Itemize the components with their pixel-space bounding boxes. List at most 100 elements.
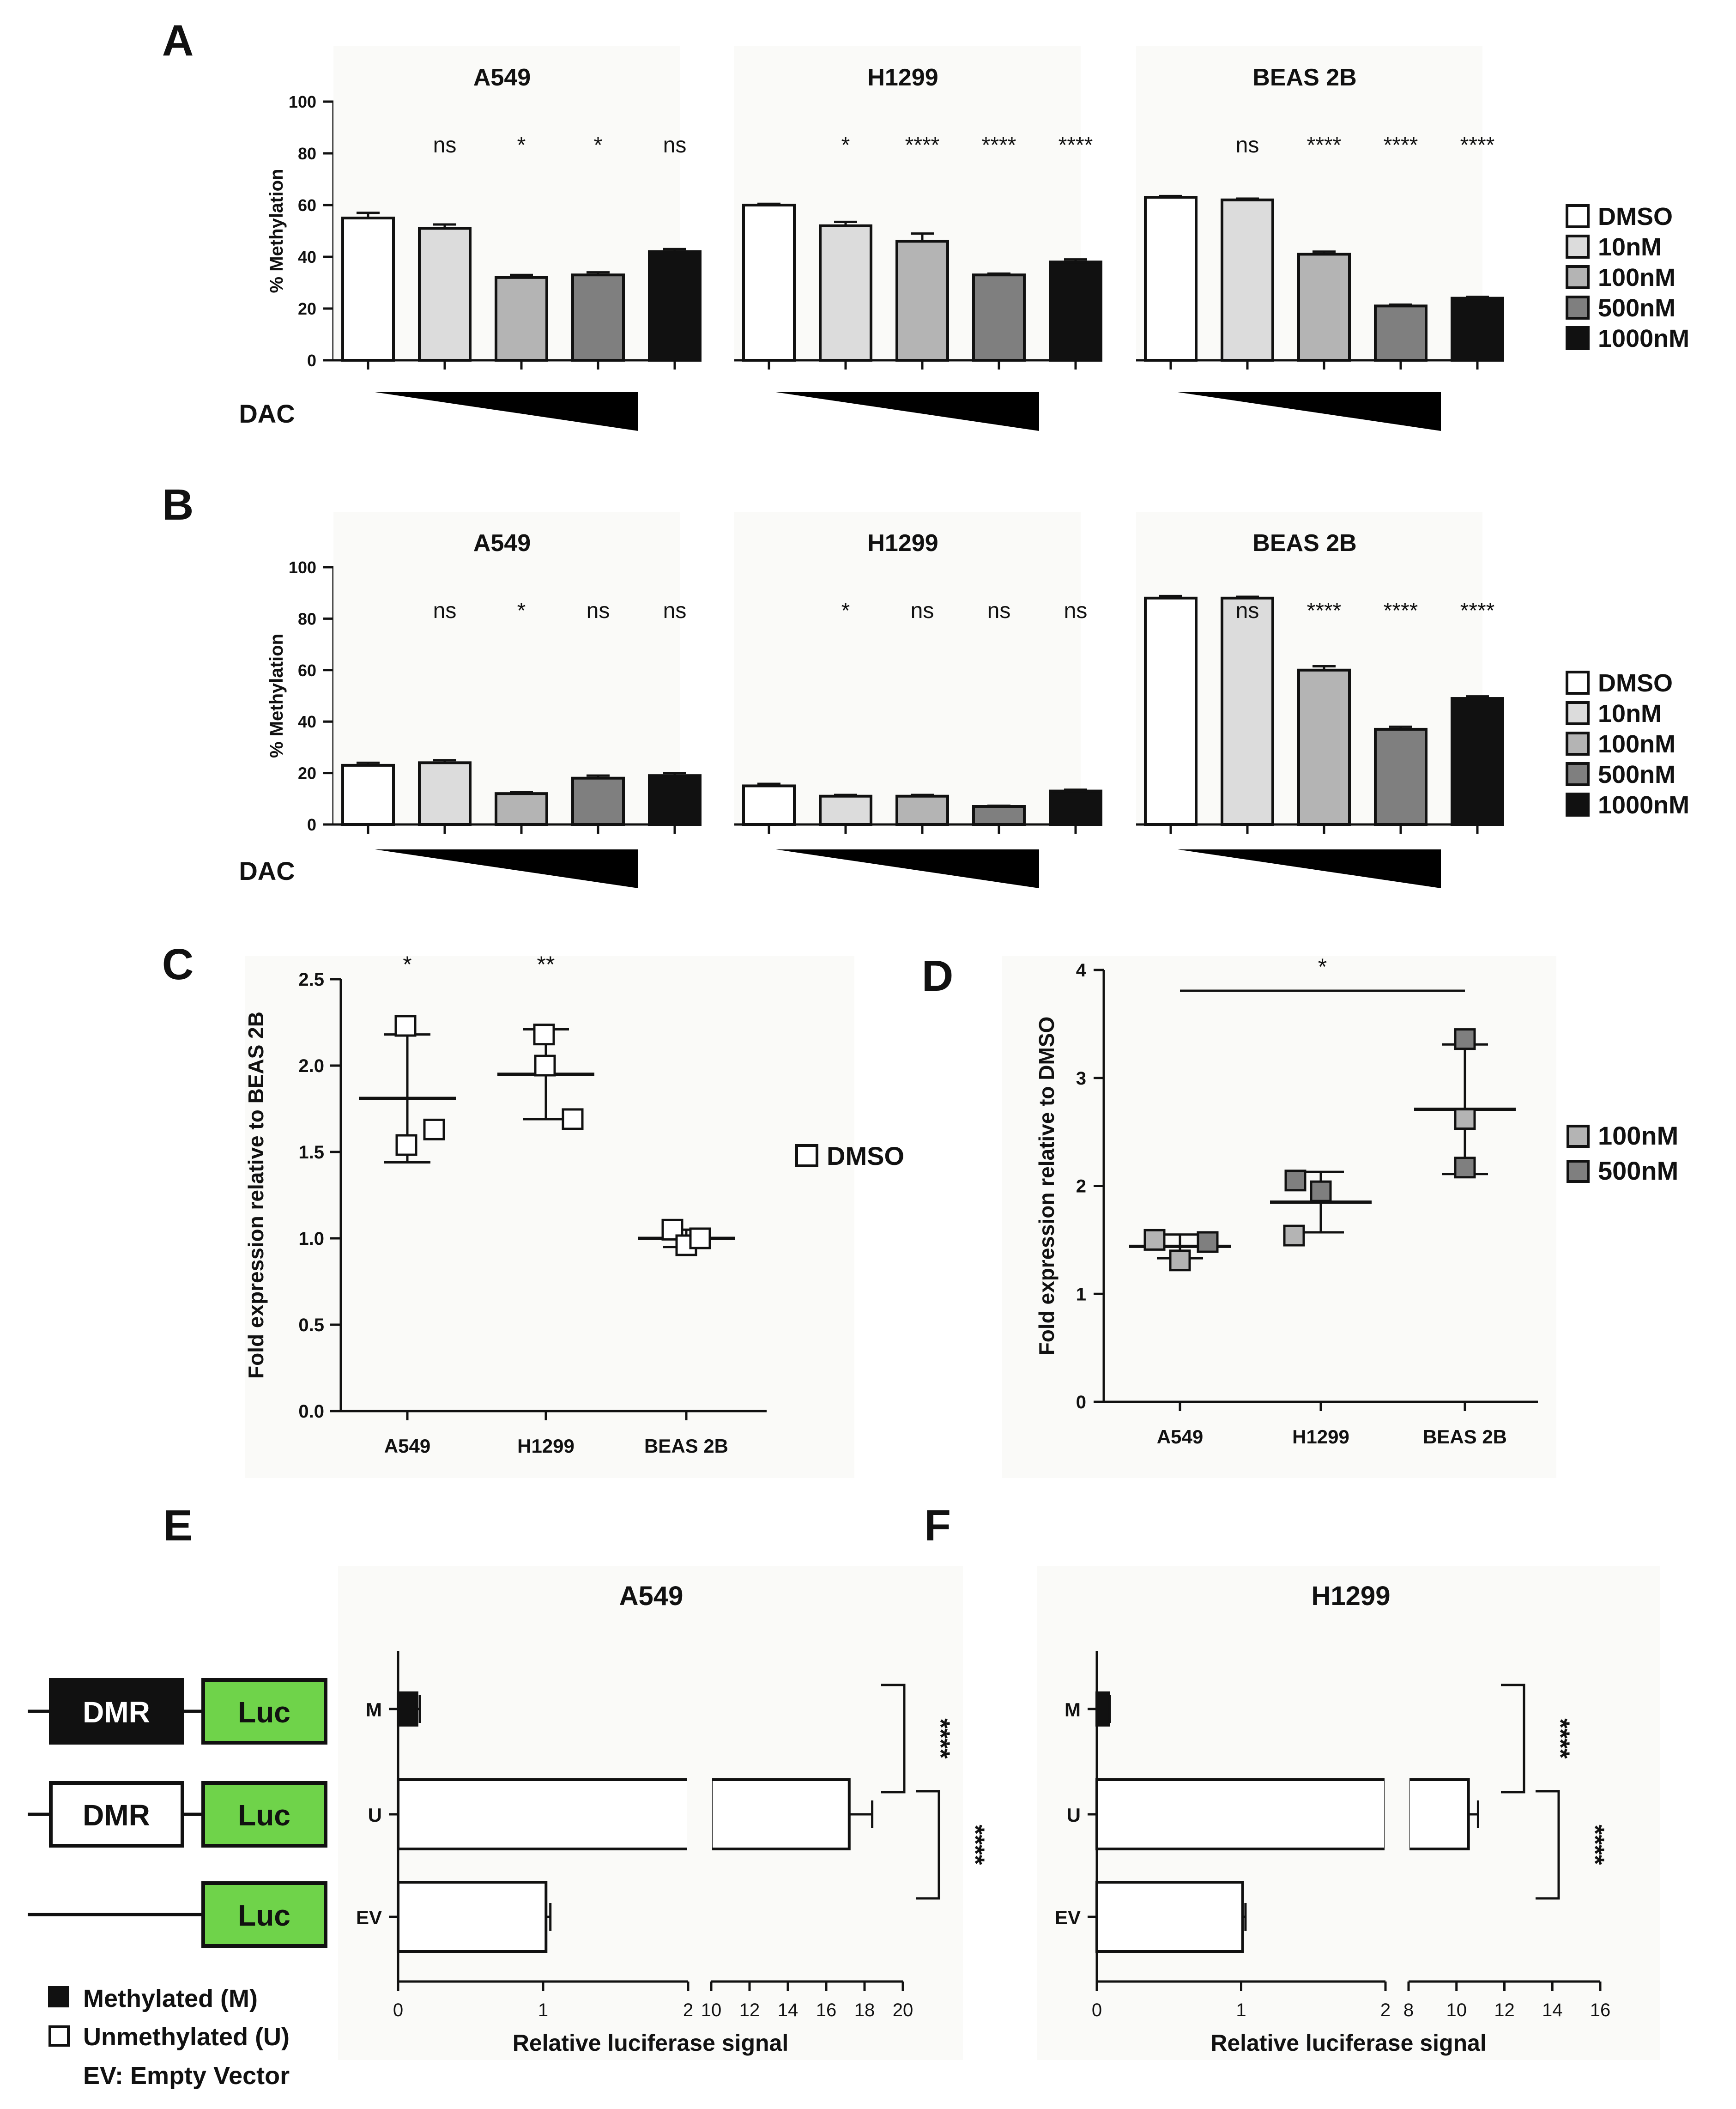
panel-E-bar-open-end [713, 1782, 715, 1847]
panel-B-h1299-significance: ns [1064, 599, 1088, 623]
panel-C-point [394, 1015, 417, 1037]
legend-methylated-label: Methylated (M) [83, 1985, 258, 2012]
panel-C-y-tick-label: 0.0 [298, 1401, 324, 1422]
panel-A-beas-2b-bar-100nM [1297, 253, 1351, 362]
panel-B-beas-2b-bar-1000nM [1451, 697, 1504, 826]
panel-A-a549-bar-100nM [495, 276, 548, 362]
panel-D-point-500nM [1197, 1231, 1219, 1253]
panel-C-y-tick-label: 0.5 [298, 1315, 324, 1335]
panel-E-bar-fill [400, 1782, 686, 1847]
panel-C-y-tick-label: 2.5 [298, 970, 324, 990]
panel-C-significance: ** [537, 951, 555, 977]
panel-B-a549-significance: ns [433, 599, 457, 623]
panel-A-h1299-dac-gradient [776, 392, 1039, 431]
panel-A-a549-significance: * [517, 133, 526, 158]
panel-D-legend-swatch [1567, 1160, 1590, 1183]
panel-A-a549-bar-DMSO [341, 217, 395, 362]
panel-F-x-tick-label: 2 [1380, 2000, 1391, 2020]
panel-A-y-tick-label: 100 [289, 92, 316, 111]
panel-A-beas-2b-title: BEAS 2B [1252, 64, 1356, 91]
panel-F-bar-M [1095, 1691, 1110, 1727]
panel-C-x-label: BEAS 2B [644, 1435, 728, 1457]
panel-letter-D: D [922, 951, 954, 1000]
panel-E-significance-bracket [881, 1684, 906, 1794]
panel-B-h1299-background [734, 512, 1081, 824]
panel-D-y-tick-label: 4 [1076, 960, 1087, 981]
panel-C-point [423, 1118, 445, 1140]
panel-B-a549-bar-500nM [571, 776, 625, 826]
panel-A-h1299-significance: **** [982, 133, 1016, 158]
panel-A-legend-label: 10nM [1598, 233, 1662, 261]
panel-B-y-tick-label: 40 [298, 712, 316, 731]
panel-A-h1299-significance: **** [905, 133, 940, 158]
panel-F-x-label: Relative luciferase signal [1210, 2030, 1487, 2056]
panel-A-h1299-bar-1000nM [1049, 261, 1102, 362]
panel-B-beas-2b-dac-gradient [1178, 849, 1441, 888]
panel-B-beas-2b-significance: ns [1236, 599, 1259, 623]
panel-C-point [395, 1134, 417, 1156]
panel-B-legend-swatch [1566, 732, 1590, 756]
panel-B-h1299-significance: * [841, 599, 850, 623]
panel-A-h1299-significance: **** [1059, 133, 1093, 158]
panel-F-x-tick-label: 10 [1446, 2000, 1467, 2020]
panel-A-beas-2b-bar-500nM [1374, 304, 1428, 362]
panel-D-point-100nM [1143, 1229, 1166, 1251]
panel-B-beas-2b-significance: **** [1307, 599, 1342, 623]
panel-C-point [534, 1054, 556, 1077]
panel-B-legend-swatch [1566, 762, 1590, 786]
panel-D-point-500nM [1284, 1170, 1307, 1192]
panel-E-x-tick-label: 20 [893, 2000, 913, 2020]
panel-B-beas-2b-title: BEAS 2B [1252, 530, 1356, 557]
legend-unmethylated-swatch [48, 2025, 70, 2047]
construct-u-luc-label: Luc [238, 1799, 290, 1832]
panel-A-h1299-bar-500nM [972, 273, 1026, 362]
panel-F-bar-open-end [1410, 1782, 1413, 1847]
panel-C-point [689, 1227, 711, 1249]
panel-E-category-M: M [366, 1699, 382, 1721]
panel-A-beas-2b-bar-DMSO [1144, 196, 1198, 362]
panel-B-y-label: % Methylation [266, 634, 287, 758]
panel-C-point [562, 1108, 584, 1130]
panel-C-point [533, 1024, 555, 1046]
panel-B-legend-label: 1000nM [1598, 791, 1689, 819]
panel-A-a549-bar-10nM [418, 227, 472, 362]
panel-D-legend-label: 500nM [1598, 1156, 1678, 1185]
construct-m-dmr-label: DMR [83, 1696, 150, 1729]
panel-B-legend-label: DMSO [1598, 669, 1673, 697]
panel-F-axis-break-gap [1385, 1777, 1409, 1852]
panel-letter-E: E [163, 1501, 192, 1550]
construct-m-luc-box [201, 1678, 327, 1745]
panel-C-y-label: Fold expression relative to BEAS 2B [244, 1012, 268, 1379]
panel-E-axis-break-gap [687, 1777, 712, 1852]
panel-E-bar-M [397, 1691, 418, 1727]
panel-E-x-tick-label: 0 [393, 2000, 403, 2020]
panel-E-x-tick-label: 12 [739, 2000, 760, 2020]
panel-F-bar-fill [1099, 1782, 1383, 1847]
construct-u-luc-box [201, 1781, 327, 1848]
panel-E-title: A549 [619, 1581, 684, 1611]
panel-B-legend-label: 10nM [1598, 700, 1662, 727]
panel-A-h1299-title: H1299 [867, 64, 938, 91]
panel-A-y-tick-label: 20 [298, 299, 316, 318]
panel-E-bar-edge [397, 1782, 399, 1847]
panel-letter-B: B [162, 480, 194, 529]
panel-B-h1299-bar-1000nM [1049, 789, 1102, 826]
panel-F-x-tick-label: 8 [1403, 2000, 1414, 2020]
panel-A-a549-significance: ns [663, 133, 687, 158]
panel-B-beas-2b-bar-10nM [1221, 596, 1274, 826]
panel-B-legend-swatch [1566, 793, 1590, 817]
panel-D-y-tick-label: 1 [1076, 1284, 1086, 1304]
panel-D-y-label: Fold expression relative to DMSO [1034, 1017, 1059, 1356]
panel-D-point-500nM [1454, 1157, 1476, 1179]
legend-unmethylated-label: Unmethylated (U) [83, 2023, 290, 2051]
panel-D-x-label: A549 [1157, 1426, 1203, 1448]
panel-E-bar-U-part-2 [710, 1778, 851, 1850]
panel-A-a549-bar-500nM [571, 273, 625, 362]
panel-A-legend-label: DMSO [1598, 203, 1673, 230]
panel-A-legend-swatch [1566, 235, 1590, 259]
panel-A-beas-2b-dac-gradient [1178, 392, 1441, 431]
panel-F-x-tick-label: 0 [1092, 2000, 1102, 2020]
panel-A-beas-2b-bar-10nM [1221, 198, 1274, 362]
panel-D-point-100nM [1169, 1249, 1191, 1272]
panel-D-point-500nM [1310, 1180, 1332, 1202]
